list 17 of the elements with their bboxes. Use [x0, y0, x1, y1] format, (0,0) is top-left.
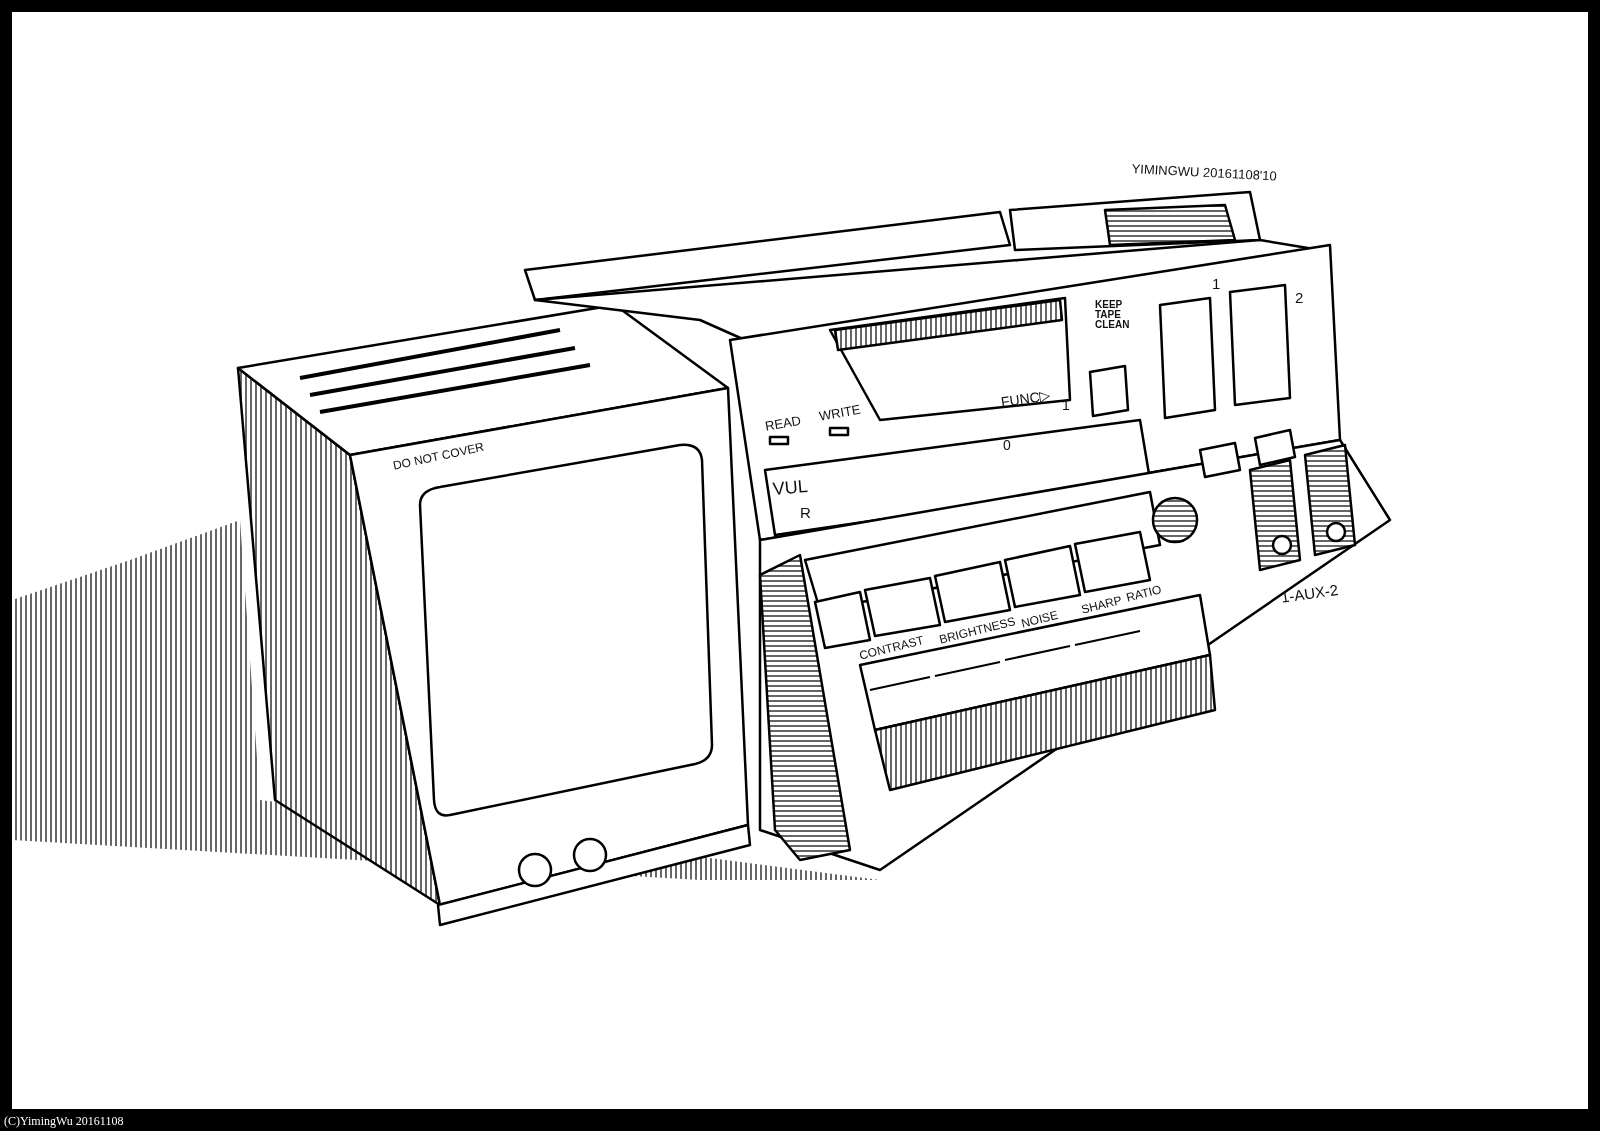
- scale-number: 0: [1003, 438, 1011, 452]
- meter-label: R: [800, 505, 811, 520]
- copyright-caption: (C)YimingWu 20161108: [4, 1114, 124, 1129]
- slot-number: 1: [1212, 276, 1221, 291]
- control-label: NOISE: [1020, 608, 1060, 630]
- indicator-label: READ: [764, 413, 802, 433]
- scale-number: 1: [1062, 398, 1070, 412]
- control-label: SHARP: [1080, 594, 1123, 616]
- vent-warning-label: DO NOT COVER: [392, 440, 485, 472]
- warning-label: KEEP TAPE CLEAN: [1095, 300, 1131, 330]
- jack-label: 1-AUX-2: [1280, 582, 1340, 605]
- control-label: RATIO: [1125, 583, 1163, 604]
- function-label: FUNC▷: [1000, 388, 1052, 409]
- meter-label: VUL: [772, 476, 809, 498]
- signature-text: YIMINGWU 20161108'10: [1131, 162, 1278, 183]
- slot-number: 2: [1295, 290, 1304, 305]
- indicator-label: WRITE: [818, 402, 862, 423]
